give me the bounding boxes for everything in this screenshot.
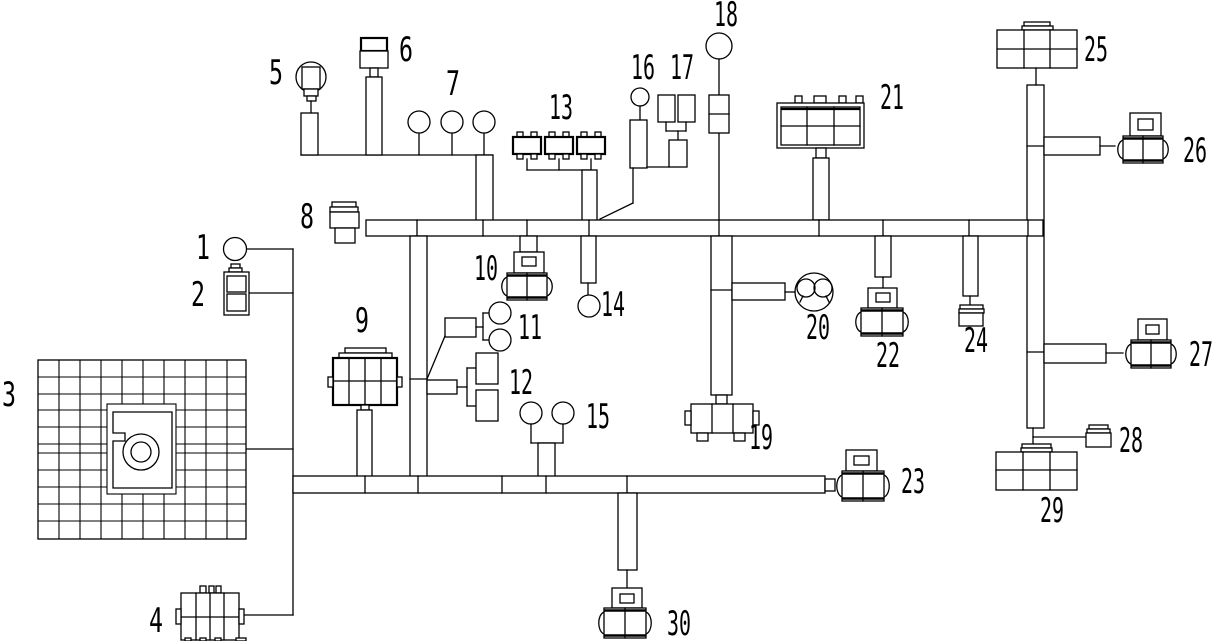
branch-bus-13 xyxy=(581,169,598,222)
component-13-switch-bank xyxy=(511,131,607,222)
label-7: 7 xyxy=(446,64,460,104)
label-26: 26 xyxy=(1183,131,1207,171)
lower-trunk-bus xyxy=(292,475,826,494)
label-19: 19 xyxy=(749,418,773,458)
switch-block-a xyxy=(511,131,543,160)
label-11: 11 xyxy=(518,308,542,348)
component-14-ring-terminal xyxy=(577,235,601,318)
branch-bus-15 xyxy=(537,442,556,478)
label-3: 3 xyxy=(2,375,16,415)
component-24-cap-connector xyxy=(958,235,985,327)
left-feed-wire xyxy=(243,248,294,616)
switch-block-b xyxy=(543,131,575,160)
main-trunk-bus xyxy=(365,219,1044,237)
label-18: 18 xyxy=(714,0,738,35)
component-25-junction-block xyxy=(996,21,1078,86)
component-27-barrel-connector xyxy=(1043,318,1177,369)
right-trunk-bus xyxy=(1026,84,1045,429)
component-1-ring-terminal xyxy=(222,236,248,262)
component-2-fuse-holder xyxy=(223,263,250,316)
component-4-relay-block xyxy=(175,585,247,641)
label-8: 8 xyxy=(300,197,314,237)
label-21: 21 xyxy=(880,78,904,118)
label-29: 29 xyxy=(1040,491,1064,531)
branch-bus-9 xyxy=(356,409,373,478)
component-3-panel-grid xyxy=(37,359,247,540)
label-14: 14 xyxy=(601,285,625,325)
switch-block-c xyxy=(575,131,607,160)
component-19-socket-block xyxy=(684,235,760,442)
component-12-twin-sockets xyxy=(426,352,499,422)
gauge-outer-ring xyxy=(122,433,160,471)
component-6-connector-stack xyxy=(359,36,389,156)
label-1: 1 xyxy=(196,228,210,268)
label-25: 25 xyxy=(1084,30,1108,70)
label-16: 16 xyxy=(631,48,655,88)
branch-bus-21 xyxy=(812,157,830,221)
label-22: 22 xyxy=(876,336,900,376)
mid-trunk-bus xyxy=(409,235,428,478)
component-15-twin-bulbs xyxy=(519,401,575,478)
label-9: 9 xyxy=(355,301,369,341)
component-28-cap-connector xyxy=(1032,424,1112,448)
label-27: 27 xyxy=(1189,335,1213,375)
component-21-fuse-box xyxy=(776,95,865,221)
label-23: 23 xyxy=(901,462,925,502)
component-5-sensor-plug xyxy=(295,61,327,156)
label-6: 6 xyxy=(399,30,413,70)
label-24: 24 xyxy=(964,321,988,361)
component-20-horn xyxy=(731,272,834,312)
label-4: 4 xyxy=(149,601,163,641)
component-7-bulb-terminals xyxy=(407,110,496,156)
component-9-relay-box xyxy=(327,347,403,478)
label-20: 20 xyxy=(806,308,830,348)
label-12: 12 xyxy=(509,363,533,403)
component-29-junction-block xyxy=(995,443,1078,491)
label-5: 5 xyxy=(269,53,283,93)
label-15: 15 xyxy=(586,397,610,437)
component-17-twin-terminal xyxy=(646,94,696,168)
component-16-probe xyxy=(599,87,650,220)
gauge-housing xyxy=(112,411,173,489)
component-22-barrel-connector xyxy=(855,235,909,337)
component-26-barrel-connector xyxy=(1043,112,1169,164)
label-17: 17 xyxy=(670,48,694,88)
component-8-end-connector xyxy=(329,201,360,244)
label-10: 10 xyxy=(474,249,498,289)
label-13: 13 xyxy=(549,88,573,128)
component-10-barrel-connector xyxy=(501,235,553,301)
branch-bus-5-7 xyxy=(475,154,494,222)
gauge-inner-ring xyxy=(130,441,152,463)
component-11-twin-bulbs xyxy=(426,301,512,380)
component-18-inline-fuse xyxy=(705,32,733,221)
component-23-barrel-connector xyxy=(824,449,890,502)
panel-center-window xyxy=(106,403,177,495)
label-28: 28 xyxy=(1119,421,1143,461)
label-30: 30 xyxy=(667,604,691,641)
label-2: 2 xyxy=(191,275,205,315)
component-30-barrel-connector xyxy=(598,492,652,639)
